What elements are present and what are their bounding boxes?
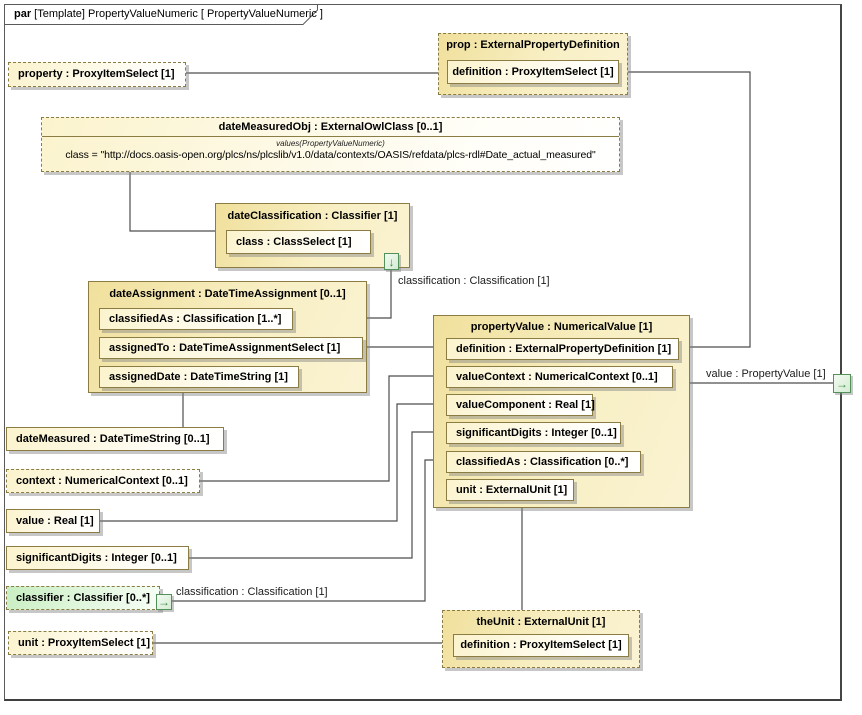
assigned-to-row[interactable]: assignedTo : DateTimeAssignmentSelect [1… <box>99 337 363 359</box>
significant-digits-label: significantDigits : Integer [0..1] <box>16 552 177 564</box>
arrow-right-icon: → <box>836 376 848 391</box>
diagram-frame <box>4 4 842 701</box>
classifier-label: classifier : Classifier [0..*] <box>16 592 150 604</box>
date-measured-obj-class-value: class = "http://docs.oasis-open.org/plcs… <box>65 149 596 161</box>
pv-unit-row[interactable]: unit : ExternalUnit [1] <box>446 479 574 501</box>
significant-digits-box[interactable]: significantDigits : Integer [0..1] <box>6 546 189 570</box>
classification-port-down[interactable]: ↓ <box>384 253 399 270</box>
the-unit-definition-row[interactable]: definition : ProxyItemSelect [1] <box>453 634 629 657</box>
frame-tab-outline <box>4 4 318 25</box>
date-measured-obj-stereotype: values(PropertyValueNumeric) <box>276 139 385 148</box>
value-port-right[interactable]: → <box>833 374 851 393</box>
date-measured-box[interactable]: dateMeasured : DateTimeString [0..1] <box>6 427 224 451</box>
context-label: context : NumericalContext [0..1] <box>16 475 188 487</box>
pv-significant-digits-label: significantDigits : Integer [0..1] <box>456 427 617 439</box>
frame-title: par [Template] PropertyValueNumeric [ Pr… <box>14 8 323 20</box>
value-box[interactable]: value : Real [1] <box>6 509 100 533</box>
property-value-header: propertyValue : NumericalValue [1] <box>470 321 653 333</box>
the-unit-definition-label: definition : ProxyItemSelect [1] <box>460 639 622 651</box>
assigned-date-row[interactable]: assignedDate : DateTimeString [1] <box>99 366 299 388</box>
pv-definition-row[interactable]: definition : ExternalPropertyDefinition … <box>446 338 679 360</box>
frame-title-keyword: par <box>14 8 32 20</box>
unit-box[interactable]: unit : ProxyItemSelect [1] <box>8 631 153 655</box>
classified-as-row[interactable]: classifiedAs : Classification [1..*] <box>99 308 293 330</box>
pv-classified-as-row[interactable]: classifiedAs : Classification [0..*] <box>446 451 641 473</box>
pv-value-component-row[interactable]: valueComponent : Real [1] <box>446 394 595 416</box>
pv-significant-digits-row[interactable]: significantDigits : Integer [0..1] <box>446 422 621 444</box>
class-row[interactable]: class : ClassSelect [1] <box>226 230 371 254</box>
property-box[interactable]: property : ProxyItemSelect [1] <box>8 62 186 87</box>
pv-definition-label: definition : ExternalPropertyDefinition … <box>456 343 672 355</box>
pv-value-component-label: valueComponent : Real [1] <box>456 399 595 411</box>
date-classification-header: dateClassification : Classifier [1] <box>227 210 398 222</box>
pv-value-context-label: valueContext : NumericalContext [0..1] <box>456 371 658 383</box>
class-row-label: class : ClassSelect [1] <box>236 236 352 248</box>
value-label: value : Real [1] <box>16 515 94 527</box>
date-assignment-box[interactable]: dateAssignment : DateTimeAssignment [0..… <box>88 281 367 393</box>
date-measured-label: dateMeasured : DateTimeString [0..1] <box>16 433 210 445</box>
classification-upper-label: classification : Classification [1] <box>398 275 550 287</box>
pv-unit-label: unit : ExternalUnit [1] <box>456 484 568 496</box>
the-unit-box[interactable]: theUnit : ExternalUnit [1] definition : … <box>442 610 640 668</box>
the-unit-header: theUnit : ExternalUnit [1] <box>476 616 606 628</box>
prop-box[interactable]: prop : ExternalPropertyDefinition defini… <box>438 33 628 95</box>
unit-label: unit : ProxyItemSelect [1] <box>18 637 151 649</box>
classified-as-label: classifiedAs : Classification [1..*] <box>109 313 282 325</box>
property-label: property : ProxyItemSelect [1] <box>18 68 175 80</box>
context-box[interactable]: context : NumericalContext [0..1] <box>6 469 200 493</box>
assigned-to-label: assignedTo : DateTimeAssignmentSelect [1… <box>109 342 341 354</box>
date-classification-box[interactable]: dateClassification : Classifier [1] clas… <box>215 203 410 268</box>
assigned-date-label: assignedDate : DateTimeString [1] <box>109 371 288 383</box>
property-value-box[interactable]: propertyValue : NumericalValue [1] defin… <box>433 315 690 508</box>
date-assignment-header: dateAssignment : DateTimeAssignment [0..… <box>109 288 346 300</box>
prop-definition-row[interactable]: definition : ProxyItemSelect [1] <box>447 60 619 84</box>
pv-value-context-row[interactable]: valueContext : NumericalContext [0..1] <box>446 366 673 388</box>
arrow-down-icon: ↓ <box>388 254 395 269</box>
classification-lower-label: classification : Classification [1] <box>176 586 328 598</box>
value-out-label: value : PropertyValue [1] <box>706 368 826 380</box>
date-measured-obj-header: dateMeasuredObj : ExternalOwlClass [0..1… <box>42 118 619 137</box>
frame-title-text: [Template] PropertyValueNumeric [ Proper… <box>31 8 323 20</box>
date-measured-obj-box[interactable]: dateMeasuredObj : ExternalOwlClass [0..1… <box>41 117 620 172</box>
classifier-port-right[interactable]: → <box>156 594 172 610</box>
pv-classified-as-label: classifiedAs : Classification [0..*] <box>456 456 629 468</box>
prop-header: prop : ExternalPropertyDefinition <box>446 39 620 51</box>
classifier-box[interactable]: classifier : Classifier [0..*] <box>6 586 160 610</box>
prop-definition-label: definition : ProxyItemSelect [1] <box>452 66 614 78</box>
arrow-right-icon: → <box>158 595 170 609</box>
